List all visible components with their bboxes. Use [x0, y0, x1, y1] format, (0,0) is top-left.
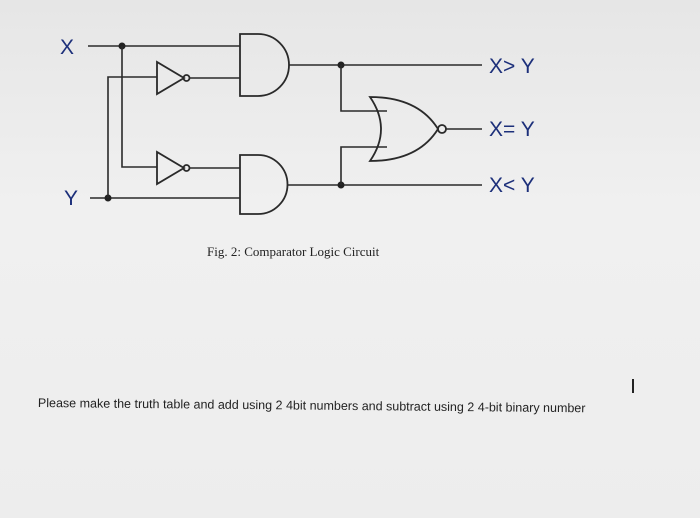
y-branch-wire — [107, 76, 157, 198]
upper-not-gate-triangle — [156, 60, 186, 96]
upper-and-gate — [239, 33, 290, 97]
upper-not-gate-bubble — [182, 74, 191, 82]
nor-gate — [368, 96, 440, 162]
x-branch-wire — [121, 46, 157, 168]
figure-caption: Fig. 2: Comparator Logic Circuit — [207, 244, 380, 259]
lower-and-gate — [239, 154, 289, 215]
output-lt-label: X< Y — [489, 174, 535, 197]
lower-not-gate-bubble — [182, 164, 191, 172]
input-y-label: Y — [64, 187, 79, 210]
lower-not-gate-triangle — [156, 150, 186, 186]
nor-gate-bubble — [437, 124, 447, 134]
nor-input-a-wire — [340, 65, 387, 112]
nor-input-b-wire — [340, 146, 387, 185]
output-gt-label: X> Y — [489, 55, 535, 78]
output-eq-label: X= Y — [489, 118, 535, 141]
input-x-label: X — [60, 36, 75, 59]
text-cursor — [632, 379, 634, 393]
